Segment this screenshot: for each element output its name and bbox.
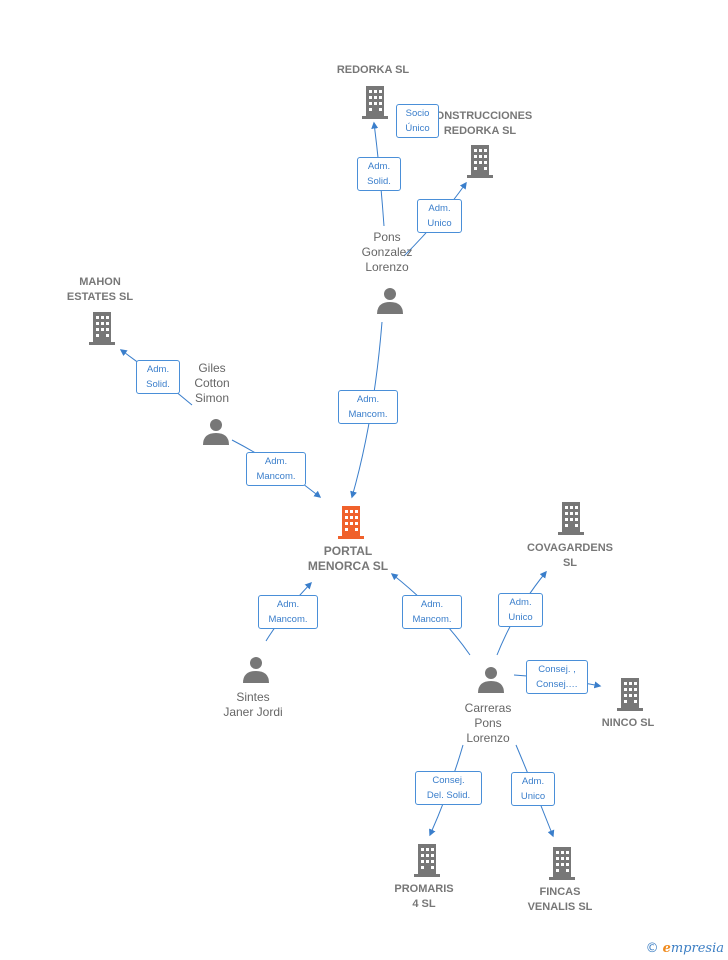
edge-label-carreras-covagardens[interactable]: Adm. Unico bbox=[498, 593, 543, 627]
edge-label-carreras-promaris[interactable]: Consej. Del. Solid. bbox=[415, 771, 482, 805]
company-name-covagardens[interactable]: COVAGARDENS SL bbox=[527, 542, 613, 569]
person-icon-carreras[interactable] bbox=[476, 664, 506, 694]
edge-label-giles-portal[interactable]: Adm. Mancom. bbox=[246, 452, 306, 486]
company-name-construcciones[interactable]: CONSTRUCCIONES REDORKA SL bbox=[427, 110, 533, 137]
edge-label-socio-unico[interactable]: Socio Único bbox=[396, 104, 439, 138]
edge-label-pons-redorka[interactable]: Adm. Solid. bbox=[357, 157, 401, 191]
brand-first-letter: e bbox=[662, 941, 671, 956]
building-icon-fincas[interactable] bbox=[547, 845, 577, 881]
person-name-pons[interactable]: Pons Gonzalez Lorenzo bbox=[361, 230, 413, 274]
brand-rest: mpresia bbox=[670, 941, 724, 956]
copyright-icon: © bbox=[645, 941, 659, 956]
empresia-logo[interactable]: ©empresia bbox=[646, 941, 724, 956]
edge-label-pons-portal[interactable]: Adm. Mancom. bbox=[338, 390, 398, 424]
edge-label-carreras-portal[interactable]: Adm. Mancom. bbox=[402, 595, 462, 629]
building-icon-promaris[interactable] bbox=[412, 842, 442, 878]
edge-label-pons-construcciones[interactable]: Adm. Unico bbox=[417, 199, 462, 233]
company-name-fincas[interactable]: FINCAS VENALIS SL bbox=[527, 886, 593, 913]
edge-label-giles-mahon[interactable]: Adm. Solid. bbox=[136, 360, 180, 394]
company-name-redorka[interactable]: REDORKA SL bbox=[336, 64, 410, 76]
company-name-mahon[interactable]: MAHON ESTATES SL bbox=[66, 276, 134, 303]
person-name-carreras[interactable]: Carreras Pons Lorenzo bbox=[464, 701, 512, 745]
person-icon-pons[interactable] bbox=[375, 285, 405, 315]
company-name-portal[interactable]: PORTAL MENORCA SL bbox=[307, 544, 389, 573]
edge-label-carreras-fincas[interactable]: Adm. Unico bbox=[511, 772, 555, 806]
person-name-sintes[interactable]: Sintes Janer Jordi bbox=[223, 690, 283, 719]
building-icon-mahon[interactable] bbox=[87, 310, 117, 346]
building-icon-ninco[interactable] bbox=[615, 676, 645, 712]
building-icon-portal[interactable] bbox=[336, 504, 366, 540]
edge-label-carreras-ninco[interactable]: Consej. , Consej.… bbox=[526, 660, 588, 694]
person-icon-sintes[interactable] bbox=[241, 654, 271, 684]
person-icon-giles[interactable] bbox=[201, 416, 231, 446]
building-icon-covagardens[interactable] bbox=[556, 500, 586, 536]
person-name-giles[interactable]: Giles Cotton Simon bbox=[194, 361, 230, 405]
company-name-ninco[interactable]: NINCO SL bbox=[601, 717, 655, 729]
edge-label-sintes-portal[interactable]: Adm. Mancom. bbox=[258, 595, 318, 629]
company-name-promaris[interactable]: PROMARIS 4 SL bbox=[394, 883, 454, 910]
building-icon-construcciones[interactable] bbox=[465, 143, 495, 179]
building-icon-redorka[interactable] bbox=[360, 84, 390, 120]
